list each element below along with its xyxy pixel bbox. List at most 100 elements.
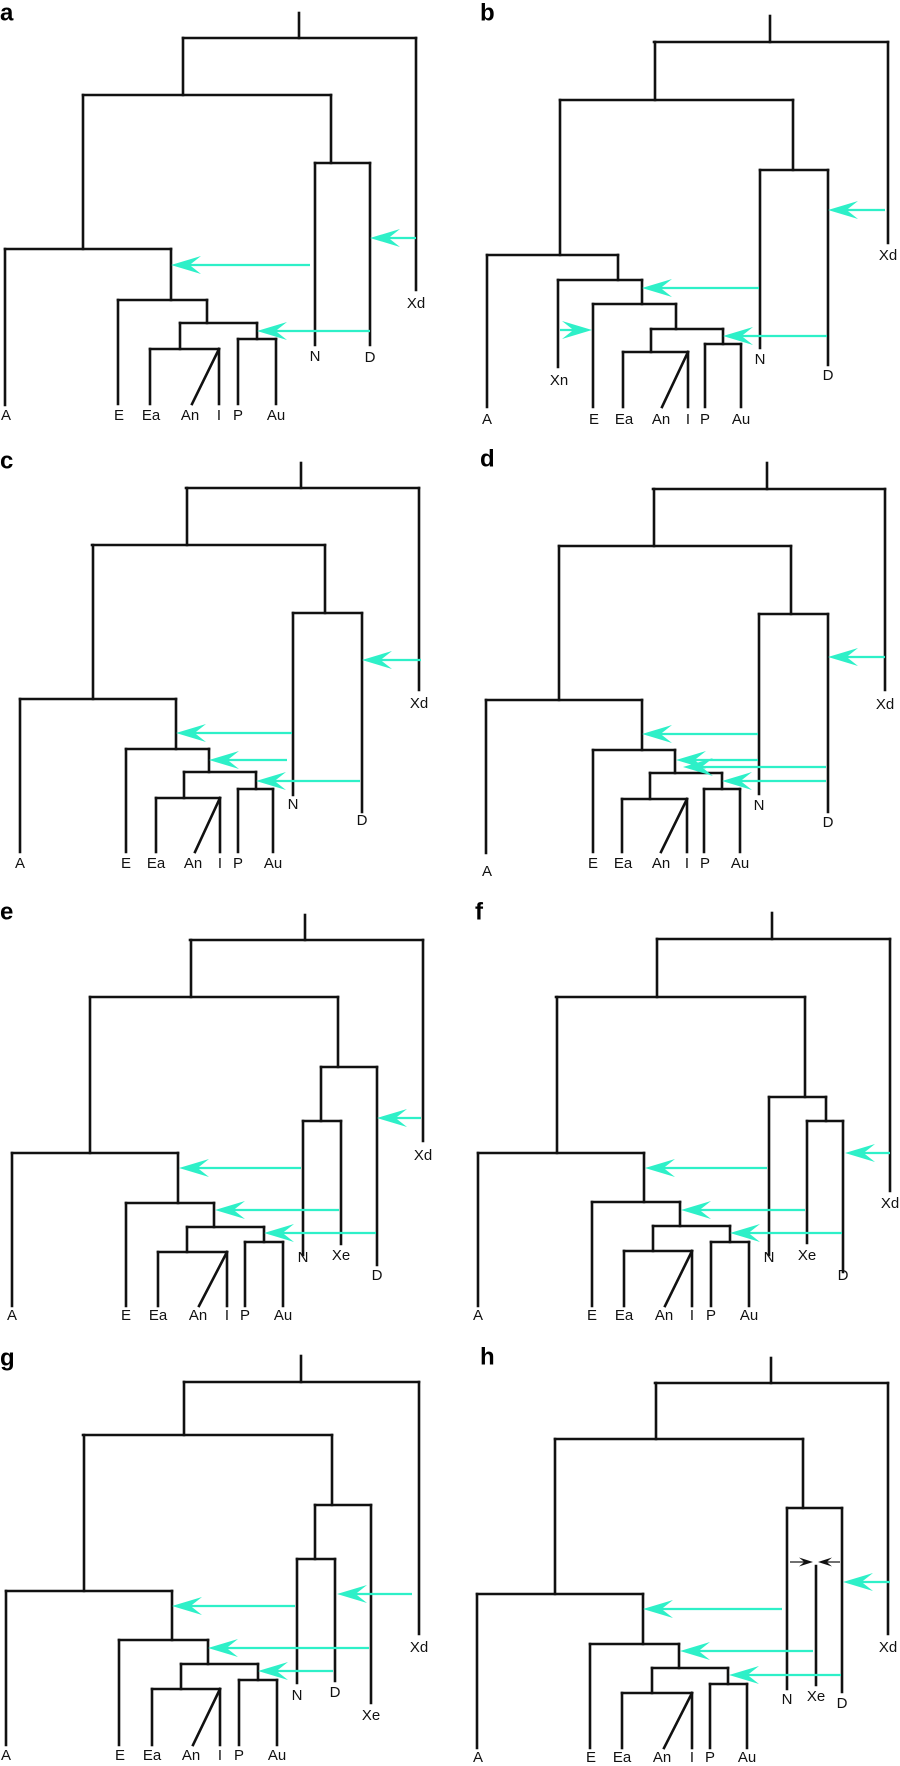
gene-flow-arrow-head xyxy=(845,1144,875,1162)
gene-flow-arrow xyxy=(258,1662,333,1680)
taxon-label: A xyxy=(482,863,492,880)
tree-branches xyxy=(4,1354,421,1747)
taxon-label: Xn xyxy=(550,372,568,389)
gene-flow-arrow xyxy=(172,1597,295,1615)
gene-flow-arrow xyxy=(642,725,758,743)
taxon-label: Au xyxy=(274,1307,292,1324)
tree-branch xyxy=(190,347,221,406)
tree-branches xyxy=(476,911,892,1308)
taxon-label: An xyxy=(652,411,670,428)
gene-flow-arrow-head xyxy=(264,1224,294,1242)
taxon-label: Xd xyxy=(410,1639,428,1656)
taxon-label: I xyxy=(225,1307,229,1324)
taxon-label: N xyxy=(755,351,766,368)
tree-branches xyxy=(10,913,425,1308)
taxon-label: I xyxy=(686,411,690,428)
taxon-label: P xyxy=(706,1307,716,1324)
gene-flow-arrow xyxy=(337,1585,412,1603)
taxon-label: Ea xyxy=(615,1307,634,1324)
gene-flow-arrow xyxy=(256,772,360,790)
gene-flow-arrow xyxy=(645,1159,767,1177)
gene-flow-arrow-head xyxy=(172,1597,202,1615)
taxon-label: D xyxy=(838,1267,849,1284)
taxon-label: N xyxy=(764,1249,775,1266)
taxon-label: Ea xyxy=(613,1749,632,1766)
panel-letter: b xyxy=(480,0,495,26)
gene-flow-arrow-head xyxy=(362,651,392,669)
panel-letter: a xyxy=(0,0,14,26)
taxon-label: I xyxy=(690,1307,694,1324)
gene-flow-arrow xyxy=(730,1224,842,1242)
taxon-label: An xyxy=(653,1749,671,1766)
taxon-label: P xyxy=(700,411,710,428)
taxon-label: A xyxy=(482,411,492,428)
taxon-label: E xyxy=(586,1749,596,1766)
gene-flow-arrow xyxy=(215,1201,339,1219)
gene-flow-arrow xyxy=(681,1201,805,1219)
gene-flow-arrow xyxy=(362,651,421,669)
convergence-arrow xyxy=(818,1557,840,1567)
taxon-label: E xyxy=(588,855,598,872)
taxon-label: An xyxy=(184,855,202,872)
gene-flow-arrow xyxy=(683,758,826,776)
taxon-label: D xyxy=(330,1684,341,1701)
panel-letter: c xyxy=(0,447,13,474)
gene-flow-arrow xyxy=(843,1573,890,1591)
gene-flow-arrow xyxy=(560,321,592,339)
taxon-label: I xyxy=(690,1749,694,1766)
tree-branches xyxy=(484,461,887,855)
convergence-arrow xyxy=(790,1557,813,1567)
convergence-arrow-head xyxy=(818,1557,832,1567)
taxon-label: Ea xyxy=(147,855,166,872)
taxon-label: P xyxy=(233,855,243,872)
taxon-label: P xyxy=(240,1307,250,1324)
taxon-label: An xyxy=(652,855,670,872)
gene-flow-arrow-head xyxy=(337,1585,367,1603)
gene-flow-arrow-head xyxy=(681,1201,711,1219)
taxon-label: Ea xyxy=(142,407,161,424)
taxon-label: N xyxy=(288,796,299,813)
taxon-label: N xyxy=(298,1249,309,1266)
gene-flow-arrow-head xyxy=(179,1159,209,1177)
gene-flow-arrow xyxy=(680,1642,813,1660)
taxon-label: Au xyxy=(731,855,749,872)
gene-flow-arrow-head xyxy=(257,322,287,340)
taxon-label: N xyxy=(754,797,765,814)
tree-branch xyxy=(662,1691,694,1750)
taxon-label: Xd xyxy=(879,1639,897,1656)
gene-flow-arrow-head xyxy=(208,1639,238,1657)
tree-branch xyxy=(197,1250,229,1308)
gene-flow-arrow-head xyxy=(729,1666,759,1684)
taxon-label: N xyxy=(782,1691,793,1708)
taxon-label: A xyxy=(1,407,11,424)
taxon-label: Ea xyxy=(615,411,634,428)
gene-flow-arrow-head xyxy=(843,1573,873,1591)
taxon-label: P xyxy=(705,1749,715,1766)
gene-flow-arrow-head xyxy=(176,724,206,742)
gene-flow-arrow-head xyxy=(562,321,592,339)
panel-letter: h xyxy=(480,1343,495,1370)
taxon-label: Ea xyxy=(143,1747,162,1764)
taxon-label: D xyxy=(823,814,834,831)
tree-branches xyxy=(3,11,418,407)
taxon-label: Xd xyxy=(410,695,428,712)
gene-flow-arrow xyxy=(642,279,759,297)
panel-letter: f xyxy=(475,898,484,925)
taxon-label: Xd xyxy=(881,1195,899,1212)
tree-branches xyxy=(475,1356,890,1750)
panel-letter: e xyxy=(0,898,13,925)
gene-flow-arrow-head xyxy=(642,279,672,297)
gene-flow-arrow-head xyxy=(171,256,201,274)
gene-flow-arrow xyxy=(264,1224,376,1242)
gene-flow-arrow-head xyxy=(730,1224,760,1242)
taxon-label: Au xyxy=(264,855,282,872)
taxon-label: Au xyxy=(740,1307,758,1324)
taxon-label: D xyxy=(357,812,368,829)
gene-flow-arrow-head xyxy=(209,751,239,769)
gene-flow-arrow-head xyxy=(723,327,753,345)
taxon-label: I xyxy=(218,1747,222,1764)
taxon-label: A xyxy=(473,1307,483,1324)
